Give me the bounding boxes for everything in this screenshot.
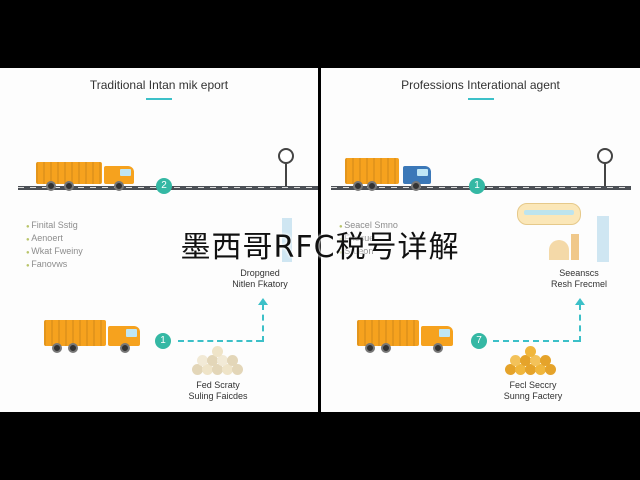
truck-icon	[357, 320, 457, 354]
legend-item: Srueon	[339, 246, 398, 259]
title-underline	[467, 98, 494, 100]
step-badge: 7	[471, 333, 487, 349]
panel-title: Traditional Intan mik eport	[89, 78, 229, 92]
step-badge: 1	[469, 178, 485, 194]
traditional-process-panel: Traditional Intan mik eport 2 Finital Ss…	[0, 68, 318, 412]
source-label: Fed Scraty Suling Faicdes	[188, 380, 248, 401]
arrow-up-icon	[258, 298, 268, 305]
legend-list: Seacel Smno Fnesue Srueon	[339, 220, 398, 259]
legend-list: Finital Sstig Aenoert Wkat Fweiny Fanovw…	[26, 220, 83, 272]
legend-item: Seacel Smno	[339, 220, 398, 233]
legend-item: Finital Sstig	[26, 220, 83, 233]
nut-pile-icon	[192, 346, 243, 376]
road-sign-icon	[276, 148, 296, 188]
source-label: Fecl Seccry Sunng Factery	[503, 380, 563, 401]
legend-item: Aenoert	[26, 233, 83, 246]
bus-icon	[517, 203, 581, 225]
factory-icon	[282, 218, 292, 262]
flow-line	[579, 304, 581, 342]
flow-line	[262, 304, 264, 342]
destination-label: Dropgned Nitlen Fkatory	[232, 268, 288, 289]
agent-process-panel: Professions Interational agent 1 Seacel …	[321, 68, 640, 412]
arrow-up-icon	[575, 298, 585, 305]
flow-line	[178, 340, 262, 342]
legend-item: Fanovws	[26, 259, 83, 272]
destination-label: Seeanscs Resh Frecmel	[550, 268, 607, 289]
legend-item: Wkat Fweiny	[26, 246, 83, 259]
truck-icon	[36, 162, 136, 191]
road-sign-icon	[595, 148, 615, 188]
title-underline	[146, 98, 172, 100]
step-badge: 1	[155, 333, 171, 349]
legend-item: Fnesue	[339, 233, 398, 246]
flow-line	[493, 340, 579, 342]
step-badge: 2	[156, 178, 172, 194]
panel-title: Professions Interational agent	[401, 78, 560, 92]
truck-icon	[345, 158, 455, 191]
nut-pile-icon	[505, 346, 559, 376]
truck-icon	[44, 320, 144, 354]
overlay-title: 墨西哥RFC税号详解	[180, 230, 460, 265]
